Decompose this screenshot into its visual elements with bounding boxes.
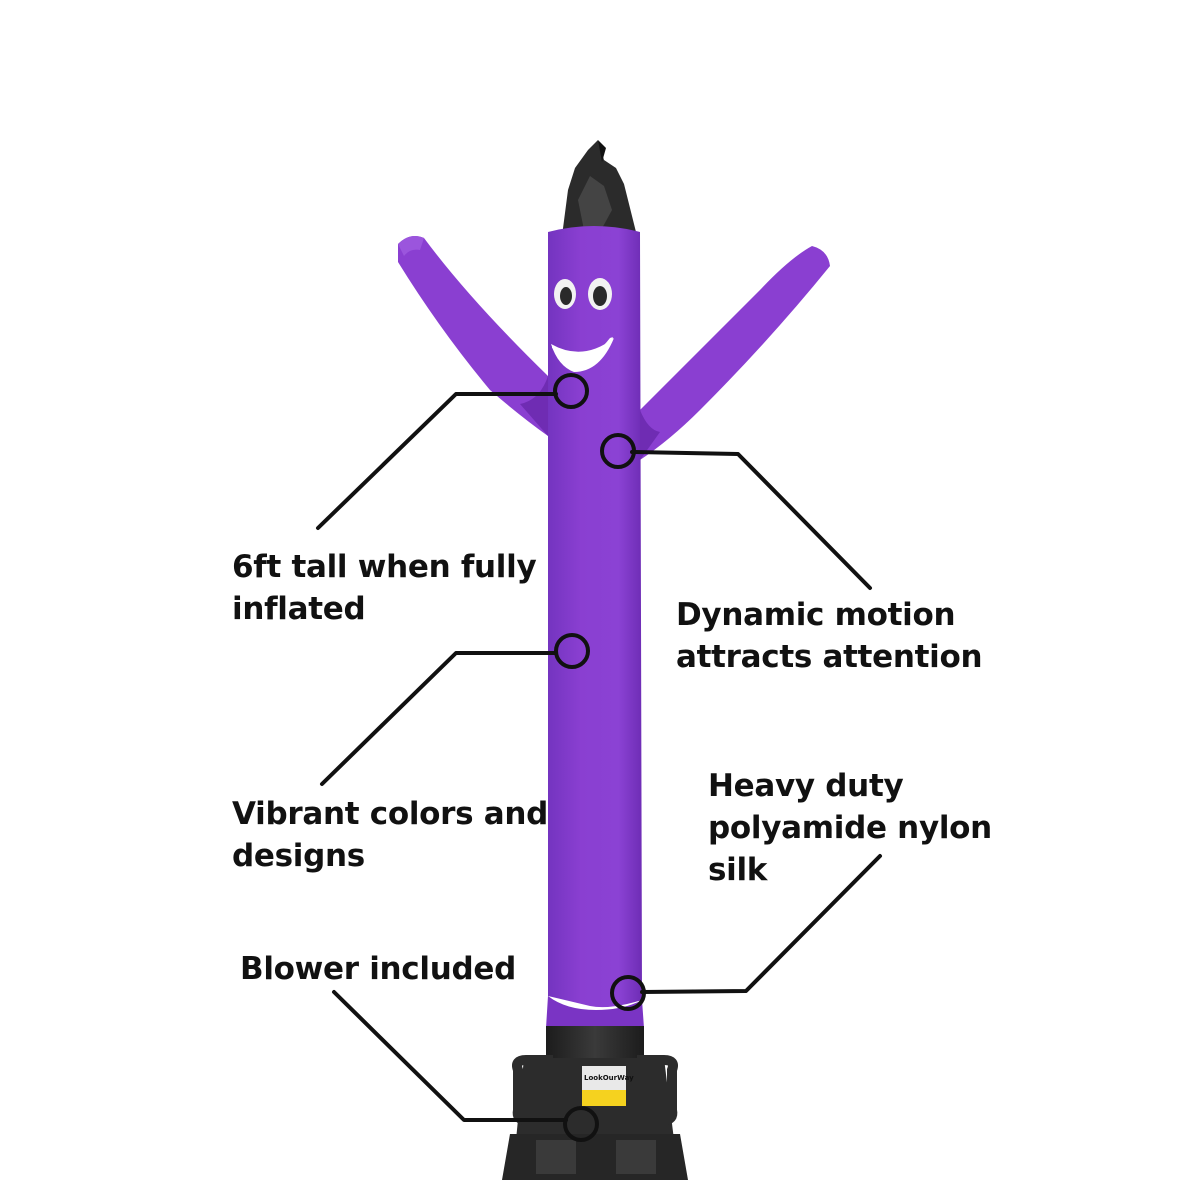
callout-lines <box>316 373 882 1142</box>
callout-height-line2: inflated <box>232 591 366 627</box>
blower <box>502 1026 688 1180</box>
callout-blower: Blower included <box>240 948 516 990</box>
vent-right <box>616 1140 656 1174</box>
callout-motion-line2: attracts attention <box>676 639 983 675</box>
callout-material: Heavy duty polyamide nylon silk <box>708 765 992 891</box>
callout-motion-line1: Dynamic motion <box>676 597 956 633</box>
face <box>551 278 614 372</box>
callout-colors-line2: designs <box>232 838 365 874</box>
top-flap <box>562 140 636 236</box>
callout-colors-line1: Vibrant colors and <box>232 796 549 832</box>
callout-material-line1: Heavy duty <box>708 768 904 804</box>
right-arm <box>640 246 830 460</box>
callout-motion: Dynamic motion attracts attention <box>676 594 983 678</box>
blower-brand-text: LookOurWay <box>584 1074 634 1082</box>
callout-height-line1: 6ft tall when fully <box>232 549 537 585</box>
left-arm <box>398 236 548 436</box>
callout-material-line3: silk <box>708 852 768 888</box>
callout-material-line2: polyamide nylon <box>708 810 992 846</box>
callout-height: 6ft tall when fully inflated <box>232 546 537 630</box>
callout-colors: Vibrant colors and designs <box>232 793 548 877</box>
vent-left <box>536 1140 576 1174</box>
tube-body <box>548 226 642 1008</box>
callout-blower-line1: Blower included <box>240 951 516 987</box>
